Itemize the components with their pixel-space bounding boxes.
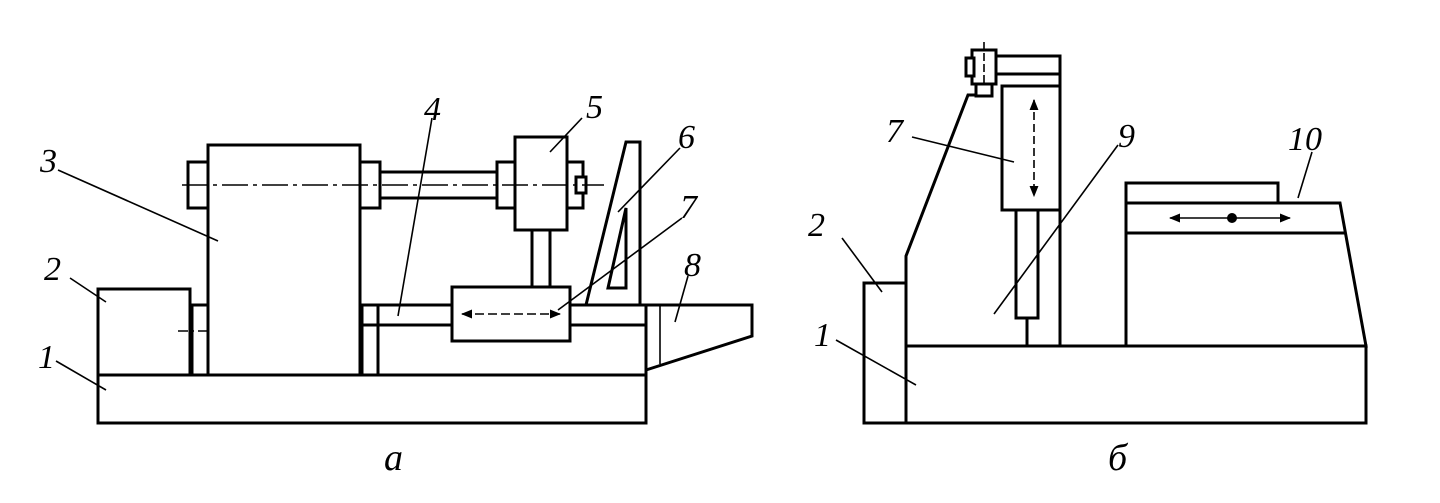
b-leader-10 — [1297, 151, 1313, 199]
a-leader-2 — [69, 277, 107, 303]
a-base — [96, 373, 648, 425]
b-vertical-slide — [1000, 84, 1062, 212]
b-label-7: 7 — [886, 113, 905, 150]
a-leader-4 — [397, 117, 433, 317]
b-leader-1 — [835, 339, 917, 386]
a-label-3: 3 — [39, 143, 57, 180]
b-caption: б — [1108, 437, 1129, 479]
a-bracket-inner — [606, 207, 628, 290]
b-table-dot — [1227, 213, 1237, 223]
a-main-housing — [206, 143, 362, 377]
a-leader-8 — [674, 275, 689, 323]
b-base — [904, 344, 1368, 425]
a-label-6: 6 — [678, 119, 695, 156]
b-table-top-plate — [1124, 181, 1280, 205]
b-top-arm — [992, 54, 1062, 76]
a-guide-rod-right — [568, 303, 648, 327]
a-label-7: 7 — [680, 189, 699, 226]
b-leader-7 — [911, 136, 1015, 163]
b-label-9: 9 — [1118, 118, 1135, 155]
a-vertical-post — [530, 228, 552, 289]
b-tool-stem — [974, 82, 994, 98]
b-column-front — [904, 93, 988, 346]
a-bracket-outer — [584, 140, 642, 307]
a-label-4: 4 — [424, 91, 441, 128]
a-motor-block — [96, 287, 192, 377]
a-leader-5 — [549, 117, 583, 153]
a-column-rod — [360, 303, 380, 377]
b-table — [1124, 201, 1368, 348]
a-head — [513, 135, 569, 232]
a-label-8: 8 — [684, 247, 701, 284]
b-side-block — [862, 281, 908, 425]
a-leader-6 — [617, 147, 681, 213]
a-leader-1 — [55, 360, 107, 391]
b-tool-tip — [964, 56, 976, 78]
b-label-10: 10 — [1288, 121, 1322, 158]
b-leader-9 — [993, 144, 1119, 315]
a-label-1: 1 — [38, 339, 55, 376]
a-leader-7 — [557, 217, 683, 311]
a-label-2: 2 — [44, 251, 61, 288]
a-clamp — [644, 303, 754, 373]
a-guide-rod — [360, 303, 454, 327]
b-label-2: 2 — [808, 207, 825, 244]
b-leader-2 — [841, 237, 883, 293]
a-caption: а — [384, 437, 403, 479]
figure-b: 1 2 7 9 10 б — [808, 42, 1368, 479]
b-label-1: 1 — [814, 317, 831, 354]
a-label-5: 5 — [586, 89, 603, 126]
b-spindle — [1014, 208, 1040, 320]
figure-a: 1 2 3 4 5 6 7 8 а — [38, 89, 754, 479]
a-leader-3 — [57, 169, 219, 242]
